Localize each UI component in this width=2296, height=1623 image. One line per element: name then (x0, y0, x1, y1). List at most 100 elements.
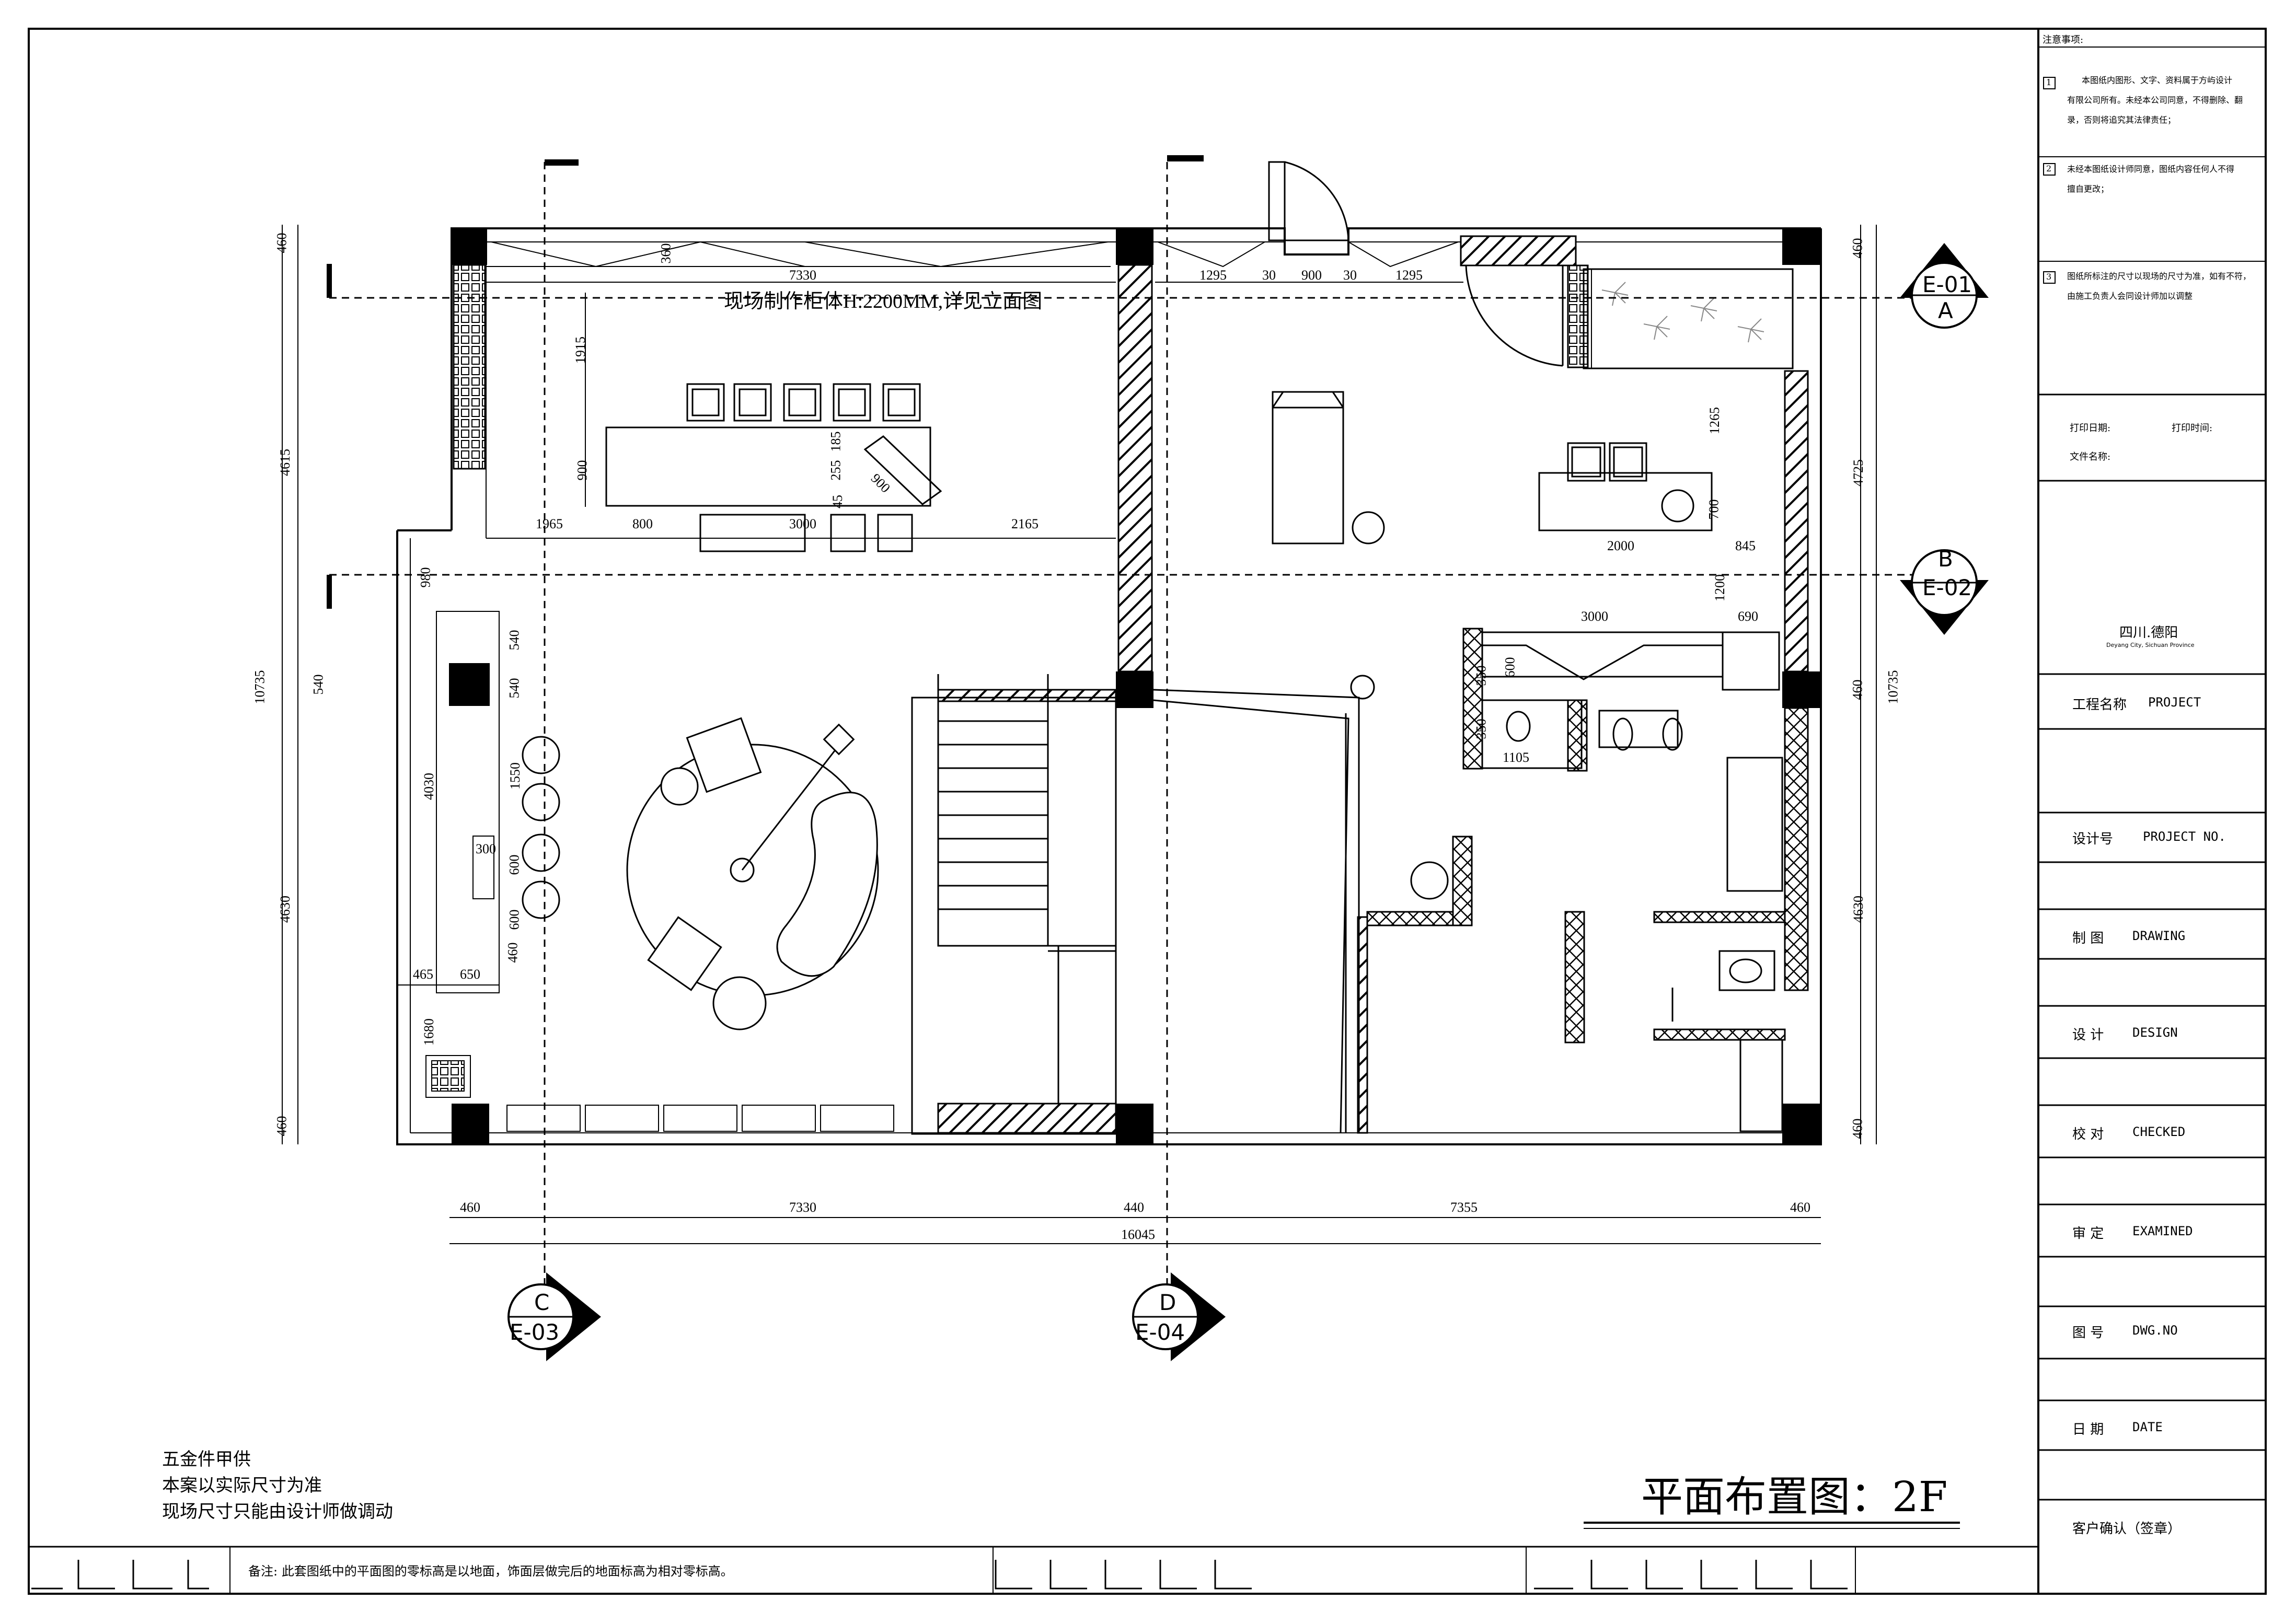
dim-interior: 185 (828, 431, 844, 452)
sheet-border (28, 28, 2267, 1595)
title-underline (1584, 1522, 1960, 1524)
dim-left-540: 540 (310, 674, 326, 695)
title-block-grid (2038, 47, 2266, 1501)
dim-interior: 540 (506, 678, 522, 699)
notice-number: 1 (2046, 77, 2052, 87)
location-label: 四川.德阳 (2119, 625, 2178, 641)
dim-top-1295a: 1295 (1199, 268, 1227, 283)
print-date-label: 打印日期: (2070, 423, 2111, 434)
bar-stools (522, 736, 560, 919)
dimension-lines (282, 225, 1877, 1244)
dim-left-total: 10735 (252, 670, 268, 704)
dim-interior: 1550 (507, 762, 523, 790)
section-marker-e01 (1900, 243, 1989, 329)
dim-right-4725: 4725 (1851, 459, 1866, 486)
dim-interior: 540 (506, 630, 522, 651)
dim-left-4630: 4630 (278, 896, 293, 923)
notice-2: 未经本图纸设计师同意，图纸内容任何人不得 擅自更改； (2067, 164, 2235, 194)
section-marker-e03-letter: C (534, 1290, 550, 1315)
section-marker-e02-letter: B (1938, 546, 1953, 572)
section-lines (329, 162, 1913, 1296)
dim-right-4630: 4630 (1851, 896, 1866, 923)
dim-interior: 800 (632, 516, 653, 531)
dim-interior: 350 (1473, 665, 1489, 686)
dim-interior: 255 (828, 460, 844, 481)
field-design-value: DESIGN (2132, 1025, 2178, 1040)
section-marker-e02 (1900, 549, 1989, 635)
dim-interior: 300 (476, 841, 496, 856)
dim-top-30a: 30 (1262, 268, 1276, 283)
notice-title: 注意事项: (2043, 34, 2084, 45)
dim-interior: 900 (574, 460, 590, 481)
entry-door-swing (1268, 161, 1564, 367)
section-marker-e03-id: E-03 (510, 1319, 560, 1345)
dim-interior: 1105 (1503, 750, 1530, 765)
dim-bottom-440: 440 (1124, 1200, 1144, 1215)
dim-interior: 3000 (789, 516, 816, 531)
bottom-note: 五金件甲供 (162, 1449, 251, 1470)
field-drawing-label: 制 图 (2072, 931, 2104, 946)
field-examined-value: EXAMINED (2132, 1224, 2193, 1238)
dim-top-30b: 30 (1343, 268, 1357, 283)
dim-interior: 3000 (1581, 609, 1608, 624)
print-time-label: 打印时间: (2172, 423, 2213, 434)
field-dwg-value: DWG.NO (2132, 1323, 2178, 1338)
dim-interior: 2165 (1011, 516, 1039, 531)
dim-bottom-7330: 7330 (789, 1200, 816, 1215)
dim-bottom-460b: 460 (1790, 1200, 1810, 1215)
dim-interior: 1965 (536, 516, 563, 531)
field-project-label: 工程名称 (2072, 697, 2127, 713)
structural-columns (452, 228, 1821, 1144)
notice-number: 2 (2046, 164, 2052, 173)
dim-interior: 1915 (573, 337, 588, 364)
dim-interior: 1680 (421, 1018, 436, 1046)
file-name-label: 文件名称: (2070, 451, 2111, 462)
living-sofa-set (626, 717, 879, 1030)
notice-3: 图纸所标注的尺寸以现场的尺寸为准，如有不符， 由施工负责人会同设计师加以调整 (2067, 271, 2252, 301)
dim-right-460b: 460 (1850, 679, 1865, 700)
dim-interior: 700 (1706, 499, 1722, 520)
client-confirm-label: 客户确认（签章） (2072, 1521, 2182, 1537)
banner-text: 现场制作柜体H:2200MM,详见立面图 (724, 291, 1043, 312)
staircase (911, 674, 1117, 1135)
dim-interior: 1265 (1707, 407, 1722, 434)
dim-right-total: 10735 (1885, 670, 1901, 704)
dim-interior: 4030 (421, 773, 436, 800)
title-underline-thin (1584, 1528, 1960, 1529)
section-marker-e03 (507, 1272, 601, 1361)
dim-interior: 350 (1473, 718, 1489, 739)
left-partitions (397, 611, 500, 1098)
dim-interior: 2000 (1607, 538, 1634, 553)
section-marker-e04-letter: D (1159, 1290, 1176, 1315)
field-drawing-value: DRAWING (2132, 929, 2186, 943)
dim-interior: 600 (506, 854, 522, 875)
section-marker-e01-id: E-01 (1922, 272, 1972, 297)
bathroom-fixtures (1481, 631, 1783, 1132)
remark-text: 备注: 此套图纸中的平面图的零标高是以地面，饰面层做完后的地面标高为相对零标高。 (248, 1564, 733, 1579)
dim-interior: 600 (1502, 657, 1518, 678)
dim-interior: 360 (658, 243, 674, 264)
dim-interior: 600 (506, 909, 522, 930)
outer-walls (396, 227, 1822, 1145)
field-design-no-value: PROJECT NO. (2143, 829, 2226, 844)
dim-interior: 845 (1735, 538, 1756, 553)
central-void (1153, 675, 1449, 1133)
dim-top-7330: 7330 (789, 268, 816, 283)
dim-left-460a: 460 (274, 233, 290, 253)
notice-number-boxes (2043, 77, 2056, 284)
field-date-label: 日 期 (2072, 1422, 2104, 1437)
field-dwg-label: 图 号 (2072, 1325, 2104, 1341)
field-checked-label: 校 对 (2072, 1127, 2104, 1142)
dim-top-900: 900 (1301, 268, 1322, 283)
dim-bottom-total: 16045 (1121, 1227, 1155, 1242)
dim-interior: 45 (830, 495, 845, 508)
field-examined-label: 审 定 (2072, 1226, 2104, 1242)
dim-right-460c: 460 (1850, 1118, 1865, 1139)
dim-bottom-460a: 460 (460, 1200, 480, 1215)
top-window-panels (486, 241, 1459, 268)
dim-bottom-7355: 7355 (1450, 1200, 1478, 1215)
section-cut-marks (327, 155, 1204, 609)
dim-interior: 465 (413, 967, 433, 982)
dim-interior: 690 (1738, 609, 1758, 624)
